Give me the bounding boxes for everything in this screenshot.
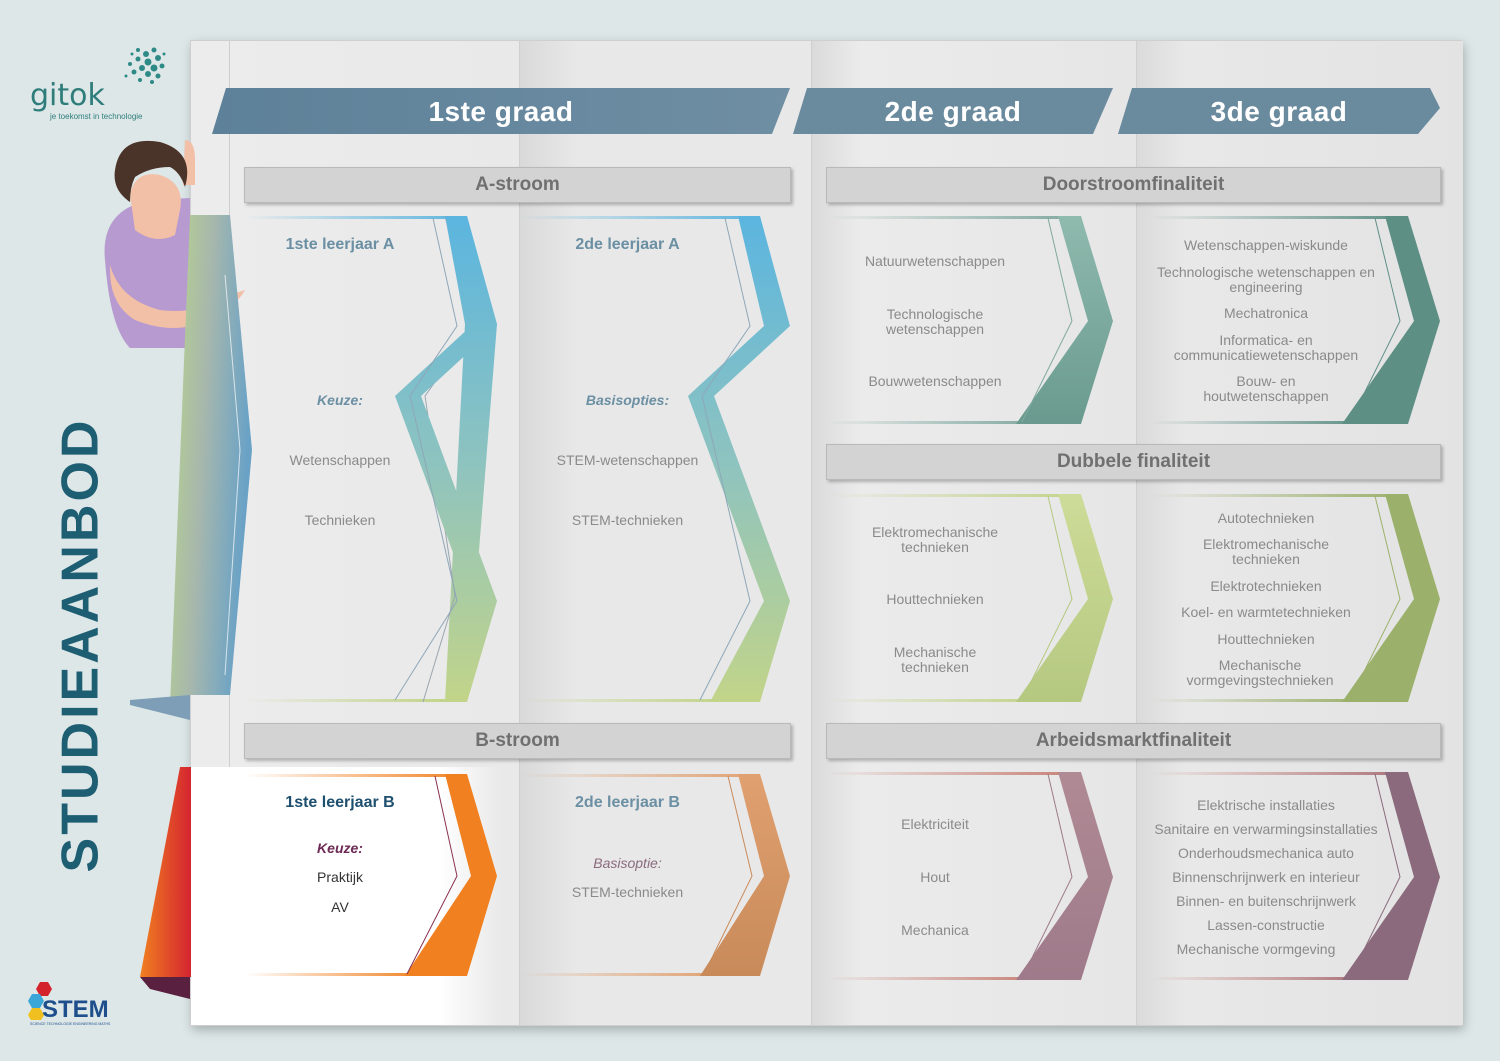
leerjaar1b-title: 1ste leerjaar B: [285, 794, 395, 811]
doorstroom2-item: Natuurwetenschappen: [864, 253, 1006, 269]
chevron-leerjaar2b: [520, 774, 790, 976]
arbeidsmarkt3-item: Onderhoudsmechanica auto: [1178, 845, 1354, 861]
leerjaar2a-item: STEM-technieken: [571, 512, 684, 528]
chevron-dubbele-3: [1150, 494, 1440, 702]
chevron-doorstroom-3: [1150, 216, 1440, 424]
arbeidsmarkt3-item: Sanitaire en verwarmingsinstallaties: [1154, 821, 1378, 837]
chevron-doorstroom-2: [826, 216, 1113, 424]
arbeidsmarkt3-item: Binnenschrijnwerk en interieur: [1172, 869, 1360, 885]
chevron-arbeidsmarkt-2: [826, 772, 1113, 980]
doorstroom2-item: Technologische wetenschappen: [885, 306, 985, 337]
chevron-leerjaar2a: [520, 216, 790, 702]
leerjaar2b-label: Basisoptie:: [593, 855, 662, 871]
stem-subtext: SCIENCE TECHNOLOGIE ENGINEERING MATHS: [30, 1022, 111, 1026]
leerjaar2b-item: STEM-technieken: [571, 884, 684, 900]
chevron-arbeidsmarkt-3: [1150, 772, 1440, 980]
dubbele3-item: Koel- en warmtetechnieken: [1181, 604, 1351, 620]
leerjaar1a-item: Wetenschappen: [289, 452, 391, 468]
leerjaar2a-item: STEM-wetenschappen: [556, 452, 699, 468]
chevron-leerjaar1b: [245, 774, 497, 976]
stem-hexagon-icon: [28, 982, 52, 1020]
arbeidsmarkt3-item: Lassen-constructie: [1207, 917, 1325, 933]
leerjaar1a-item: Technieken: [304, 512, 376, 528]
doorstroom3-item: Wetenschappen-wiskunde: [1184, 237, 1348, 253]
graad-header-3: 3de graad: [1118, 88, 1440, 136]
stem-text: STEM: [42, 996, 109, 1023]
dubbele-header: Dubbele finaliteit: [826, 444, 1441, 480]
a-stroom-ribbon: [130, 215, 252, 720]
arbeidsmarkt2-item: Hout: [920, 869, 950, 885]
leerjaar1b-item: Praktijk: [317, 869, 363, 885]
leerjaar2a-label: Basisopties:: [585, 392, 670, 408]
leerjaar1a-label: Keuze:: [317, 392, 363, 408]
b-stroom-header: B-stroom: [244, 723, 791, 759]
dubbele3-item: Houttechnieken: [1217, 631, 1315, 647]
leerjaar1b-item: AV: [331, 899, 349, 915]
doorstroom3-item: Technologische wetenschappen en engineer…: [1157, 264, 1375, 295]
leerjaar1b-highlight: [191, 767, 501, 1025]
dubbele3-item: Autotechnieken: [1217, 510, 1315, 526]
person-illustration: [104, 140, 245, 348]
doorstroom2-item: Bouwwetenschappen: [868, 373, 1002, 389]
a-stroom-header: A-stroom: [244, 167, 791, 203]
dubbele2-item: Mechanische technieken: [893, 644, 977, 675]
dubbele2-item: Elektromechanische technieken: [871, 524, 999, 555]
gitok-tagline: je toekomst in technologie: [50, 112, 143, 121]
dubbele2-item: Houttechnieken: [886, 591, 984, 607]
chevron-dubbele-2: [826, 494, 1113, 702]
gitok-dots-icon: [124, 47, 166, 84]
gitok-logo: gitok je toekomst in technologie: [28, 40, 168, 125]
stem-logo: STEM SCIENCE TECHNOLOGIE ENGINEERING MAT…: [28, 980, 133, 1032]
side-title: STUDIEAANBOD: [51, 417, 109, 873]
leerjaar1a-title: 1ste leerjaar A: [285, 236, 395, 253]
gitok-name: gitok: [30, 78, 105, 113]
doorstroom3-item: Bouw- en houtwetenschappen: [1203, 373, 1329, 404]
graad-header-1: 1ste graad: [212, 88, 790, 136]
dubbele3-item: Mechanische vormgevingstechnieken: [1186, 657, 1334, 688]
leerjaar2a-title: 2de leerjaar A: [575, 236, 680, 253]
arbeidsmarkt2-item: Elektriciteit: [901, 816, 969, 832]
arbeidsmarkt3-item: Binnen- en buitenschrijnwerk: [1176, 893, 1356, 909]
doorstroom3-item: Informatica- en communicatiewetenschappe…: [1173, 332, 1359, 363]
dubbele3-item: Elektromechanische technieken: [1202, 536, 1330, 567]
arbeidsmarkt-header: Arbeidsmarktfinaliteit: [826, 723, 1441, 759]
dubbele3-item: Elektrotechnieken: [1210, 578, 1322, 594]
arbeidsmarkt2-item: Mechanica: [901, 922, 969, 938]
doorstroom-header: Doorstroomfinaliteit: [826, 167, 1441, 203]
leerjaar1b-label: Keuze:: [317, 840, 363, 856]
graad-header-2: 2de graad: [793, 88, 1113, 136]
doorstroom3-item: Mechatronica: [1223, 305, 1309, 321]
chevron-leerjaar1a: [394, 216, 497, 702]
arbeidsmarkt3-item: Elektrische installaties: [1197, 797, 1335, 813]
arbeidsmarkt3-item: Mechanische vormgeving: [1176, 941, 1336, 957]
leerjaar2b-title: 2de leerjaar B: [575, 794, 680, 811]
